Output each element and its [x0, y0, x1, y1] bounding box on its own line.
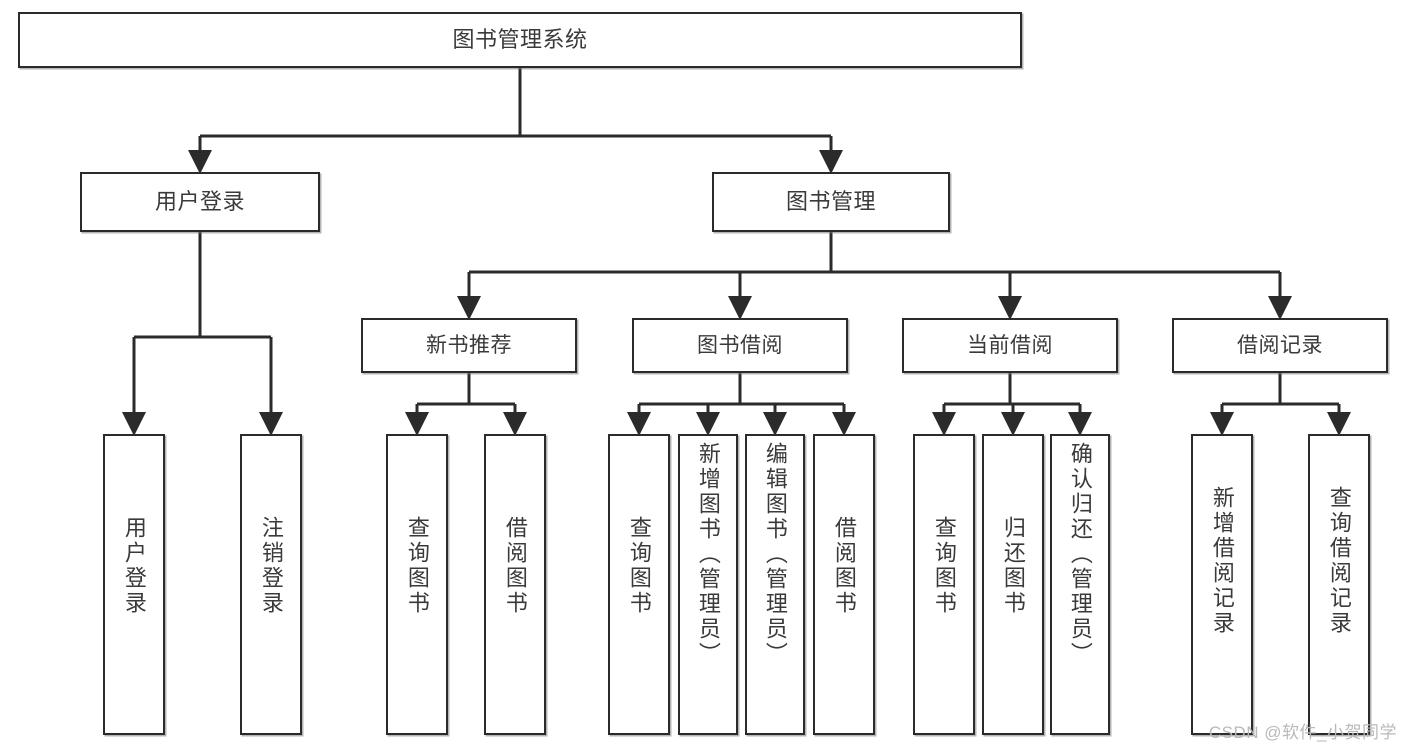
node-leaf-edit-book-admin[interactable]: 编辑图书（管理员） [745, 434, 805, 735]
node-leaf-label: 用户登录 [121, 516, 147, 616]
node-book-management-label: 图书管理 [785, 189, 876, 214]
node-leaf-label: 查询图书 [404, 516, 430, 616]
node-leaf-return-book[interactable]: 归还图书 [982, 434, 1044, 735]
node-leaf-query-book-recommend[interactable]: 查询图书 [386, 434, 448, 735]
node-leaf-add-borrow-record[interactable]: 新增借阅记录 [1191, 434, 1253, 735]
node-leaf-borrow-book[interactable]: 借阅图书 [813, 434, 875, 735]
node-leaf-user-login[interactable]: 用户登录 [103, 434, 165, 735]
node-borrow-record[interactable]: 借阅记录 [1172, 318, 1388, 373]
node-leaf-borrow-book-recommend[interactable]: 借阅图书 [484, 434, 546, 735]
watermark-text: CSDN @软件_小贺同学 [1208, 723, 1397, 742]
node-book-borrow-label: 图书借阅 [697, 334, 783, 357]
node-leaf-query-borrow-record[interactable]: 查询借阅记录 [1308, 434, 1370, 735]
node-leaf-confirm-return-admin[interactable]: 确认归还（管理员） [1050, 434, 1110, 735]
node-leaf-label: 注销登录 [258, 516, 284, 616]
node-leaf-label: 查询图书 [626, 516, 652, 616]
node-leaf-label: 查询借阅记录 [1326, 486, 1352, 636]
node-leaf-label: 确认归还（管理员） [1067, 442, 1093, 667]
node-leaf-query-book-current[interactable]: 查询图书 [913, 434, 975, 735]
node-borrow-record-label: 借阅记录 [1237, 334, 1323, 357]
node-root-system[interactable]: 图书管理系统 [18, 12, 1022, 68]
node-leaf-label: 新增图书（管理员） [695, 442, 721, 667]
node-leaf-label: 借阅图书 [831, 516, 857, 616]
node-leaf-add-book-admin[interactable]: 新增图书（管理员） [678, 434, 738, 735]
node-book-borrow[interactable]: 图书借阅 [632, 318, 848, 373]
node-leaf-label: 归还图书 [1000, 516, 1026, 616]
node-root-label: 图书管理系统 [452, 27, 588, 52]
node-leaf-label: 编辑图书（管理员） [762, 442, 788, 667]
node-new-book-recommend[interactable]: 新书推荐 [361, 318, 577, 373]
node-user-login-label: 用户登录 [154, 189, 245, 214]
node-leaf-logout[interactable]: 注销登录 [240, 434, 302, 735]
node-current-borrow[interactable]: 当前借阅 [902, 318, 1118, 373]
node-leaf-label: 查询图书 [931, 516, 957, 616]
node-new-book-recommend-label: 新书推荐 [426, 334, 512, 357]
node-book-management[interactable]: 图书管理 [712, 172, 950, 232]
node-leaf-label: 借阅图书 [502, 516, 528, 616]
node-leaf-label: 新增借阅记录 [1209, 486, 1235, 636]
node-user-login[interactable]: 用户登录 [80, 172, 320, 232]
node-leaf-query-book-borrow[interactable]: 查询图书 [608, 434, 670, 735]
node-current-borrow-label: 当前借阅 [967, 334, 1053, 357]
